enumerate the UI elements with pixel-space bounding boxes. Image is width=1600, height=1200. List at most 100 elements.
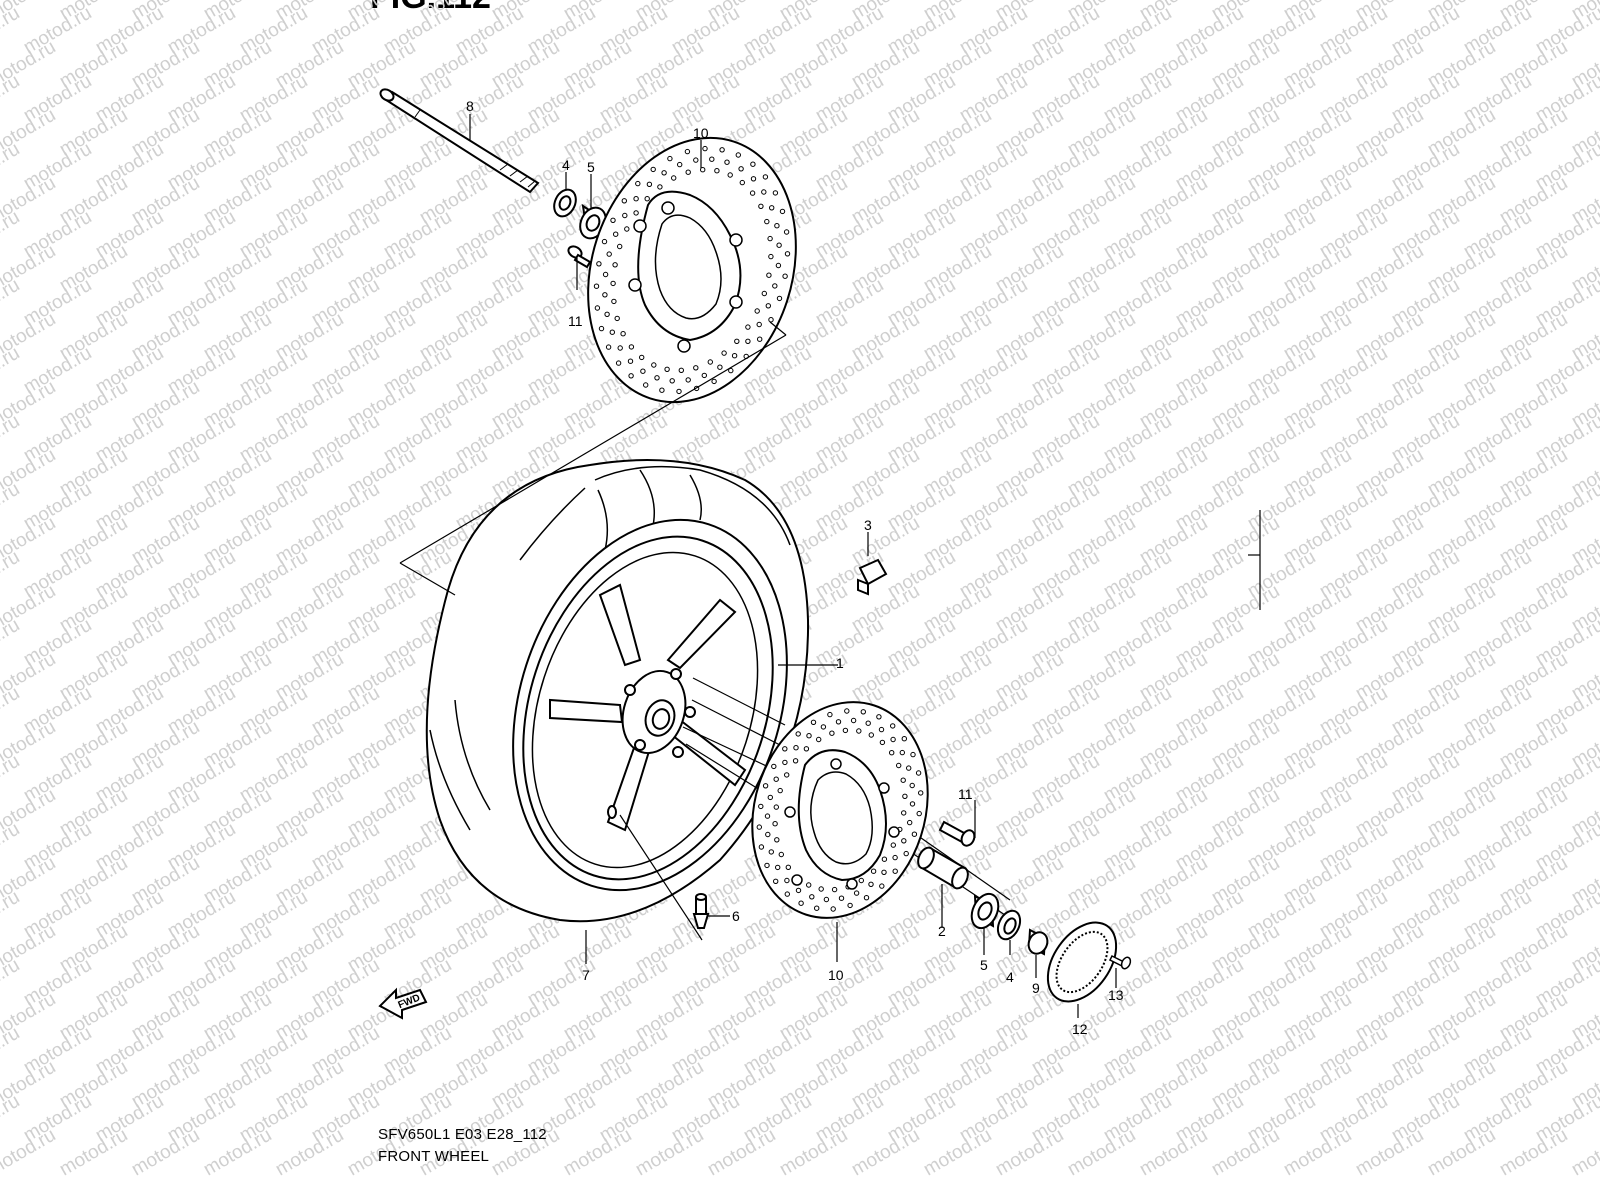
drill-hole <box>593 283 600 289</box>
drill-hole <box>784 772 790 778</box>
drill-hole <box>596 261 602 267</box>
drill-hole <box>830 906 836 912</box>
drill-hole <box>767 235 773 242</box>
drill-hole <box>831 886 838 893</box>
forward-direction-arrow: FWD <box>378 987 428 1020</box>
drill-hole <box>727 172 733 178</box>
callout-4-right: 4 <box>1006 969 1014 985</box>
watermark-text: motod.ru <box>0 275 23 331</box>
callout-6: 6 <box>732 908 740 924</box>
callout-2: 2 <box>938 923 946 939</box>
brake-disc-left <box>587 136 797 404</box>
drill-hole <box>659 387 665 393</box>
drill-hole <box>617 345 623 351</box>
drill-hole <box>868 881 874 887</box>
drill-hole <box>776 242 782 248</box>
drill-hole <box>610 280 616 287</box>
drill-hole <box>764 862 770 869</box>
drill-hole <box>764 813 771 819</box>
drill-hole <box>915 770 922 776</box>
drill-hole <box>838 895 845 901</box>
drill-hole <box>643 382 649 388</box>
drill-hole <box>847 902 853 909</box>
callout-12: 12 <box>1072 1021 1088 1037</box>
drill-hole <box>719 147 725 153</box>
drill-hole <box>717 364 723 370</box>
drill-hole <box>865 720 871 726</box>
callout-7: 7 <box>582 967 590 983</box>
drill-hole <box>870 868 877 874</box>
figure-title: FIG.112 <box>370 0 491 17</box>
drill-hole <box>594 305 601 311</box>
drill-hole <box>754 308 760 314</box>
drill-hole <box>693 365 699 371</box>
drill-hole <box>639 354 645 361</box>
drill-hole <box>602 271 609 278</box>
watermark-text: motod.ru <box>0 547 23 603</box>
drill-hole <box>782 759 788 766</box>
drill-hole <box>768 849 774 855</box>
drill-hole <box>876 714 882 720</box>
drill-hole <box>758 203 764 210</box>
drill-hole <box>809 894 815 900</box>
drill-hole <box>827 711 833 718</box>
drill-hole <box>738 166 744 172</box>
drill-hole <box>693 157 699 163</box>
drill-hole <box>676 388 682 395</box>
callout-1: 1 <box>836 655 844 671</box>
drill-hole <box>892 854 898 861</box>
drill-hole <box>785 864 791 870</box>
drill-hole <box>829 730 835 736</box>
drill-hole <box>633 210 639 216</box>
drill-hole <box>615 360 622 366</box>
watermark-text: motod.ru <box>0 751 23 807</box>
brake-disc-right <box>751 701 929 919</box>
balance-weight <box>857 558 888 596</box>
callout-10-left: 10 <box>693 125 709 141</box>
watermark-text: motod.ru <box>0 683 23 739</box>
drill-hole <box>684 148 691 155</box>
drill-hole <box>773 804 779 810</box>
drill-hole <box>761 189 767 195</box>
disc-bolt-right <box>938 820 976 847</box>
watermark-text: motod.ru <box>0 887 23 943</box>
oil-seal-left <box>553 188 577 218</box>
drill-hole <box>784 251 791 257</box>
callout-9: 9 <box>1032 980 1040 996</box>
drill-hole <box>784 877 790 884</box>
drill-hole <box>685 169 691 175</box>
watermark-text: motod.ru <box>0 411 23 467</box>
drill-hole <box>778 851 784 858</box>
drill-hole <box>910 751 916 758</box>
callout-10-right: 10 <box>828 967 844 983</box>
drill-hole <box>775 864 781 871</box>
drill-hole <box>879 739 886 746</box>
drill-hole <box>745 324 751 330</box>
drill-hole <box>860 709 866 715</box>
drill-hole <box>902 793 908 799</box>
callout-3: 3 <box>864 517 872 533</box>
drill-hole <box>701 372 707 379</box>
drill-hole <box>735 152 741 158</box>
drill-hole <box>635 180 641 187</box>
drill-hole <box>779 208 786 215</box>
drill-hole <box>700 167 706 173</box>
drill-hole <box>909 782 915 789</box>
drill-hole <box>739 179 745 186</box>
drill-hole <box>900 777 906 783</box>
drill-hole <box>795 887 802 894</box>
drill-hole <box>671 175 677 181</box>
drill-hole <box>604 311 610 317</box>
drill-hole <box>750 176 757 182</box>
drill-hole <box>768 253 774 260</box>
watermark-text: motod.ru <box>0 479 23 535</box>
drill-hole <box>773 878 779 884</box>
watermark-text: motod.ru <box>0 1023 23 1079</box>
drill-hole <box>622 212 628 219</box>
drill-hole <box>757 336 763 342</box>
drill-hole <box>711 378 717 385</box>
drill-hole <box>762 174 769 180</box>
drill-hole <box>610 217 616 224</box>
drill-hole <box>702 145 708 152</box>
spacer <box>917 846 969 890</box>
